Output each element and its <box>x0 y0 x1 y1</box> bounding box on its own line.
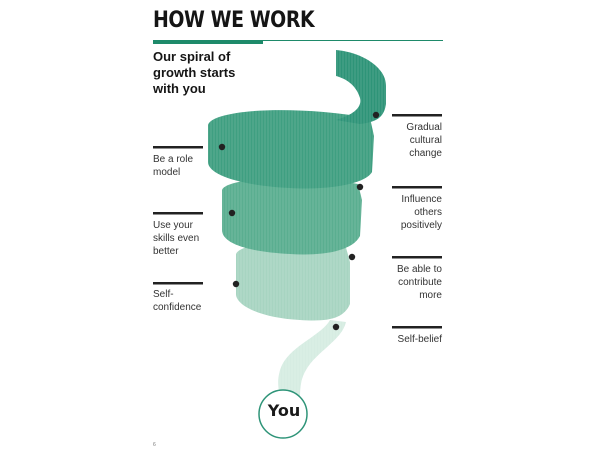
you-label: You <box>267 401 301 420</box>
subtitle-line: Our spiral of <box>153 49 231 64</box>
label-influence-others: Influence others positively <box>400 194 442 231</box>
page-number: 6 <box>153 442 156 448</box>
you-circle <box>258 389 308 439</box>
title-rule-accent <box>153 40 263 44</box>
subtitle-line: with you <box>153 81 206 96</box>
page-title: HOW WE WORK <box>153 8 315 33</box>
label-cultural-change: Gradual cultural change <box>406 122 442 159</box>
label-self-belief: Self-belief <box>397 334 442 345</box>
subtitle-line: growth starts <box>153 65 236 80</box>
label-use-skills: Use your skills even better <box>153 220 200 257</box>
right-markers <box>332 111 442 331</box>
left-markers <box>153 143 240 288</box>
label-contribute-more: Be able to contribute more <box>396 264 442 301</box>
title-rule <box>153 40 443 41</box>
label-role-model: Be a role model <box>153 154 194 178</box>
subtitle: Our spiral of growth starts with you <box>153 49 283 97</box>
label-self-confidence: Self- confidence <box>153 289 202 313</box>
